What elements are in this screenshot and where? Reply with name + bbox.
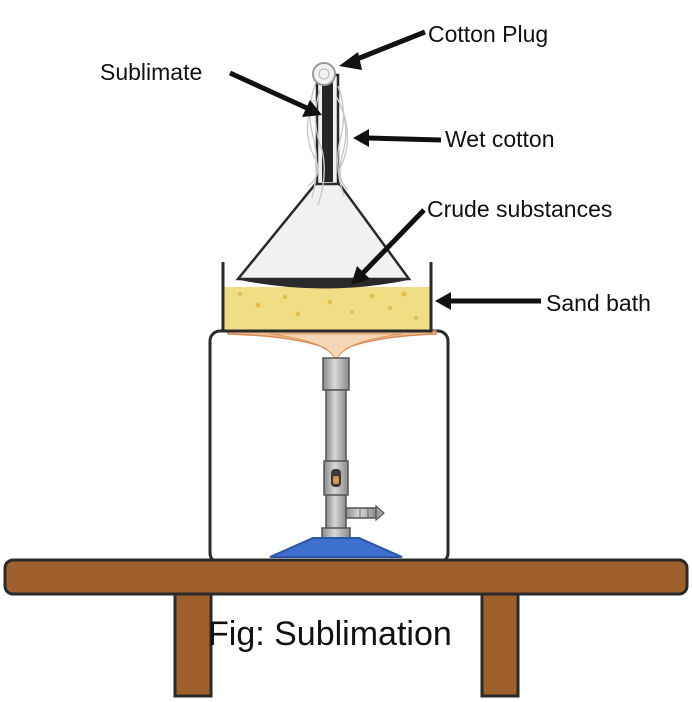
label-crude-substances: Crude substances (427, 196, 612, 222)
funnel-icon (235, 73, 412, 289)
arrow-wet-cotton (367, 135, 442, 143)
funnel-cone (235, 180, 412, 281)
table-top (3, 558, 689, 596)
label-sand-bath: Sand bath (546, 290, 651, 316)
label-sublimate: Sublimate (100, 59, 202, 85)
gas-inlet-ridges (375, 504, 385, 522)
burner-base (269, 537, 403, 558)
bunsen-burner-icon (269, 357, 403, 558)
sand-bath-icon (221, 262, 433, 333)
crude-substance (239, 278, 409, 289)
arrow-cotton-plug (351, 29, 426, 64)
table-legs (173, 590, 520, 698)
gas-inlet (345, 507, 377, 519)
label-cotton-plug: Cotton Plug (428, 21, 548, 47)
label-wet-cotton: Wet cotton (445, 126, 555, 152)
burner-top (322, 357, 350, 391)
sublimate-deposit (322, 80, 333, 182)
pointer-arrows (228, 29, 541, 310)
cotton-plug-icon (312, 62, 336, 86)
wet-cotton-icon (306, 81, 349, 206)
figure-caption: Fig: Sublimation (208, 615, 452, 653)
table-leg-right (480, 590, 520, 698)
table-leg-left (173, 590, 213, 698)
sand-grains (237, 291, 419, 321)
sand-bath-dish (221, 262, 433, 333)
air-hole-glow (333, 476, 339, 484)
arrow-crude-substances (361, 208, 426, 275)
arrow-sublimate (228, 70, 311, 112)
sand (223, 287, 431, 331)
